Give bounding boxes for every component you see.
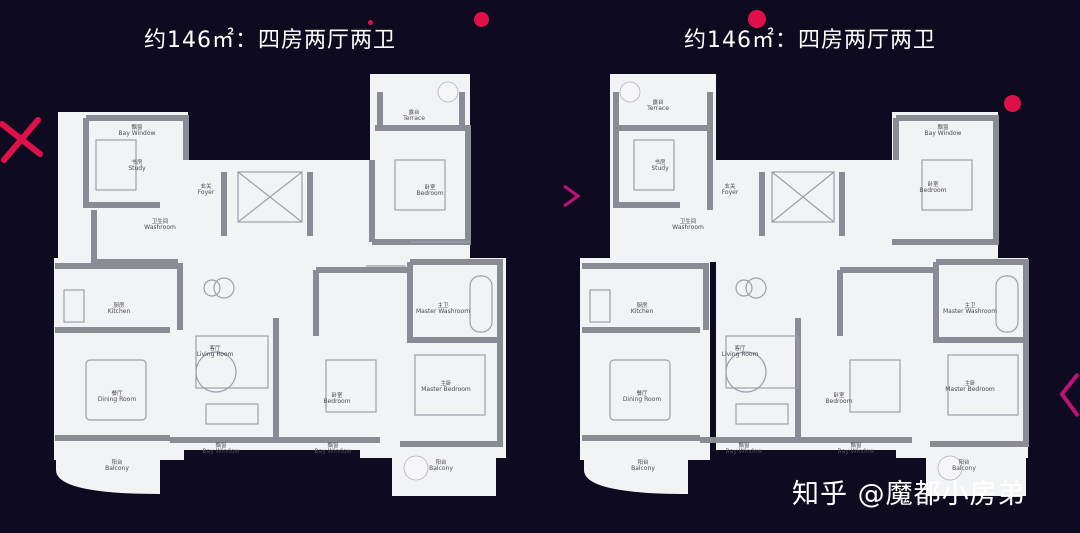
watermark: 知乎 @魔都小房弟 xyxy=(792,479,1026,510)
floor-plan-drawing xyxy=(54,74,506,496)
floor-plan-drawing xyxy=(580,74,1029,496)
decor-dot xyxy=(368,20,373,25)
floor-plan-panel-left: 约146㎡：四房两厅两卫 xyxy=(54,28,506,496)
plan-title: 约146㎡：四房两厅两卫 xyxy=(144,28,396,53)
decor-dot xyxy=(1004,95,1021,112)
plan-title: 约146㎡：四房两厅两卫 xyxy=(684,28,936,53)
decor-cross-icon xyxy=(563,184,581,208)
decor-cross-icon xyxy=(1059,372,1080,418)
decor-dot xyxy=(748,10,766,28)
floor-plan-panel-right: 约146㎡：四房两厅两卫 xyxy=(540,0,1080,533)
decor-dot xyxy=(474,12,489,27)
decor-cross-icon xyxy=(0,117,43,163)
